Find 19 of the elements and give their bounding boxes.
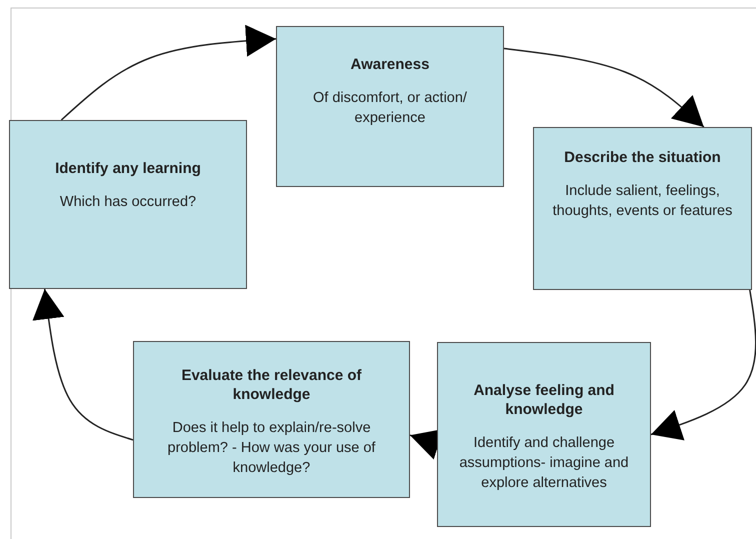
step-heading: Identify any learning [54, 159, 202, 178]
step-heading: Analyse feeling and knowledge [472, 381, 616, 419]
process-box [9, 120, 247, 289]
step-description: Does it help to explain/re-solve problem? - How was your use of knowledge? [166, 419, 376, 478]
step-heading: Evaluate the relevance of knowledge [180, 366, 363, 404]
arrow [60, 24, 276, 121]
step-heading: Awareness [350, 55, 430, 74]
step-heading: Describe the situation [563, 148, 722, 167]
step-description: Of discomfort, or action/ experience [312, 89, 468, 128]
process-box [276, 26, 504, 187]
process-box [437, 342, 651, 527]
arrow [504, 48, 704, 128]
process-box [133, 341, 410, 498]
arrow [650, 290, 756, 440]
step-description: Which has occurred? [58, 193, 198, 212]
step-description: Identify and challenge assumptions- imagine and explore alternatives [458, 434, 630, 493]
arrow [32, 288, 134, 441]
process-box [533, 127, 752, 290]
step-description: Include salient, feelings, thoughts, events or features [552, 182, 734, 221]
